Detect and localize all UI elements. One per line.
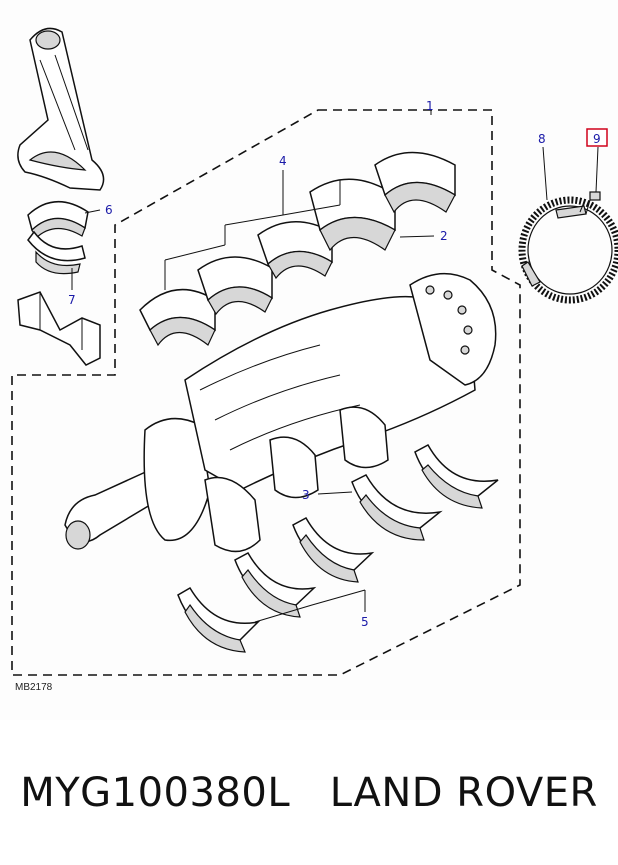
- callout-7: 7: [68, 293, 76, 307]
- product-caption: MYG100380L LAND ROVER: [0, 770, 618, 816]
- callout-5: 5: [361, 615, 369, 629]
- callout-3: 3: [302, 488, 310, 502]
- crankshaft: [64, 272, 497, 553]
- diagram-area: 1 2 3 4 5 6 7 8 9 MB2178: [11, 27, 618, 693]
- diagram-reference-code: MB2178: [15, 682, 53, 693]
- brand-name: LAND ROVER: [329, 770, 598, 816]
- callout-6: 6: [105, 203, 113, 217]
- leader-lines: [71, 110, 599, 623]
- exploded-parts-diagram: 1 2 3 4 5 6 7 8 9 MB2178: [11, 27, 618, 693]
- rod-bearing-shells: [27, 200, 89, 275]
- callout-9-highlight-box: [586, 128, 608, 147]
- callout-1: 1: [426, 99, 434, 113]
- reluctor-ring: [518, 196, 618, 304]
- callout-9: 9: [593, 132, 601, 146]
- upper-main-bearing-shells: [139, 151, 456, 347]
- callout-2: 2: [440, 229, 448, 243]
- rod-cap: [17, 291, 101, 366]
- callout-8: 8: [538, 132, 546, 146]
- part-number: MYG100380L: [20, 770, 291, 816]
- connecting-rod: [17, 27, 105, 191]
- lower-main-bearing-shells: [177, 443, 499, 653]
- ring-bolt: [579, 191, 601, 215]
- callout-4: 4: [279, 154, 287, 168]
